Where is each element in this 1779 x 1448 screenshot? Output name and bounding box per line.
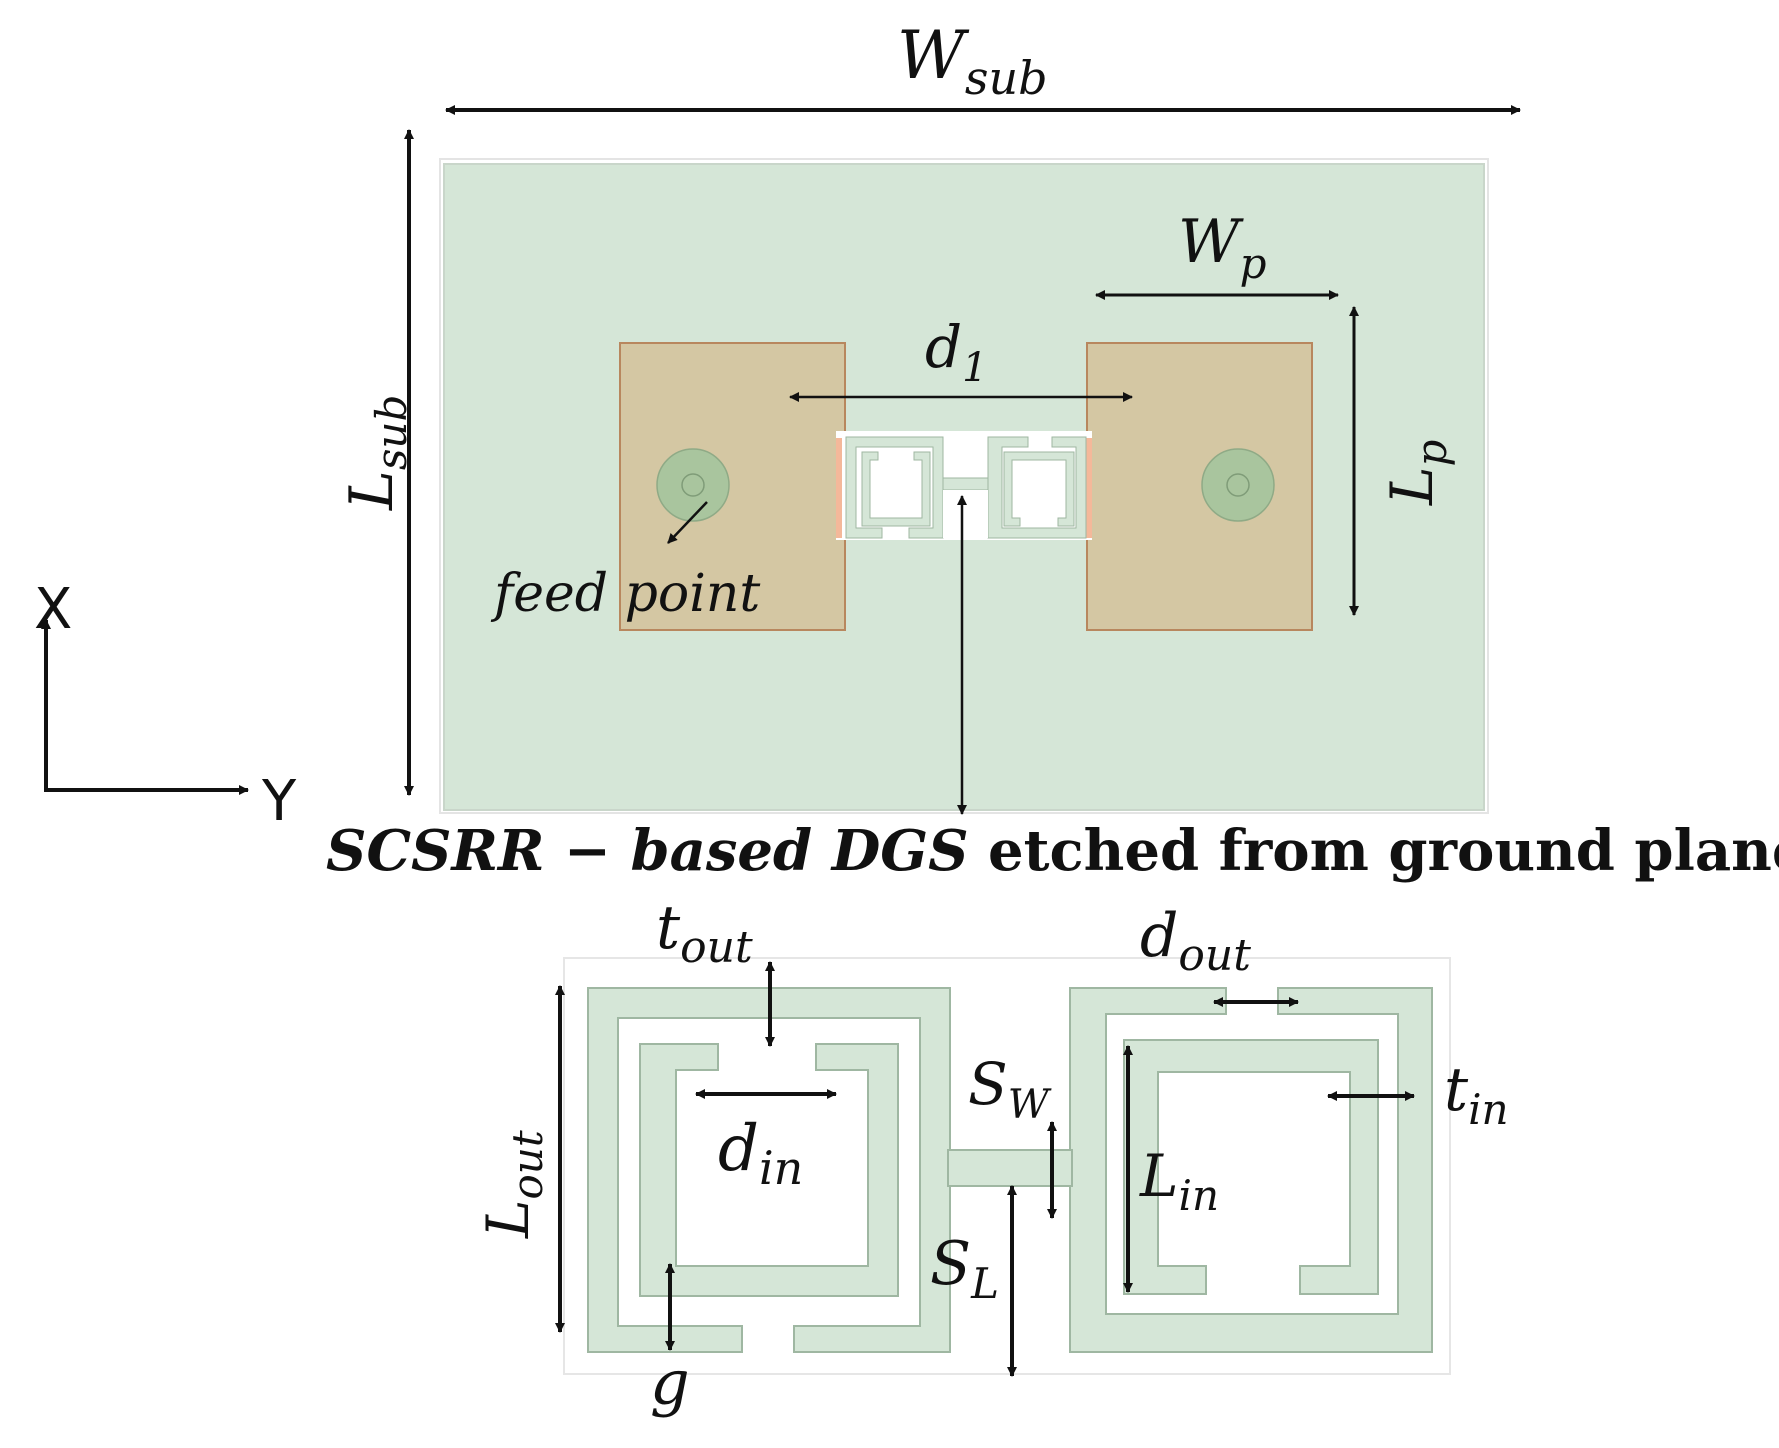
l-out-label: Lout: [474, 1130, 552, 1239]
left-feed-via: [656, 448, 730, 522]
scsrr-small: [836, 431, 1092, 540]
top-view: Wsub Lsub Wp Lp d1 feed point X Y: [34, 17, 1521, 834]
caption: SCSRR − based DGS etched from ground pla…: [326, 818, 1779, 884]
coordinate-axes: X Y: [34, 577, 297, 834]
g-label: g: [650, 1346, 690, 1419]
w-p-label: Wp: [1178, 207, 1267, 288]
l-p-label: Lp: [1378, 440, 1456, 506]
d1-label: d1: [925, 313, 988, 391]
left-outer-ring: [587, 987, 951, 1353]
t-out-label: tout: [656, 893, 753, 973]
d-out-label: dout: [1140, 901, 1251, 981]
scsrr-detail: tout dout Lout din SW SL Lin tin g: [474, 893, 1509, 1419]
s-l-label: SL: [930, 1229, 999, 1308]
s-w-label: SW: [968, 1050, 1052, 1128]
feed-pointer-arrow: [667, 501, 708, 544]
feed-point-label: feed point: [490, 564, 760, 624]
right-feed-via: [1201, 448, 1275, 522]
right-inner-ring: [1123, 1039, 1379, 1295]
axis-y-label: Y: [261, 769, 297, 834]
d-in-label: din: [718, 1112, 803, 1195]
right-patch: [1086, 342, 1313, 631]
l-in-label: Lin: [1139, 1142, 1219, 1220]
t-in-label: tin: [1444, 1055, 1509, 1134]
axis-x-label: X: [34, 577, 72, 642]
right-outer-ring: [1069, 987, 1433, 1353]
w-sub-label: Wsub: [897, 17, 1048, 105]
l-sub-label: Lsub: [337, 395, 416, 511]
